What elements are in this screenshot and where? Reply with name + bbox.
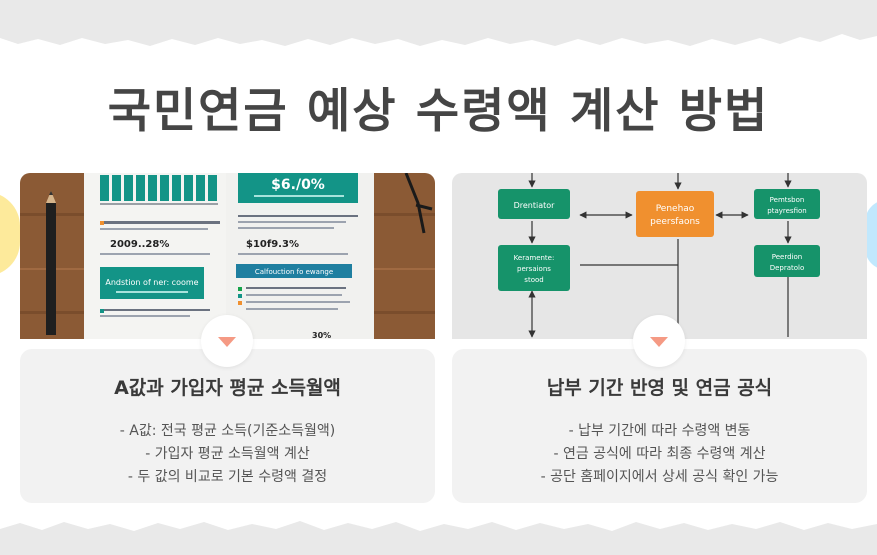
list-item: - 두 값의 비교로 기본 수령액 결정 (127, 469, 328, 485)
card-heading: 납부 기간 반영 및 연금 공식 (546, 377, 773, 399)
card-pension-formula: Drentiator Penehao peersfaons Pemtsbon p… (452, 173, 867, 503)
card-heading: A값과 가입자 평균 소득월액 (114, 377, 341, 399)
card-bullet-list: - 납부 기간에 따라 수령액 변동 - 연금 공식에 따라 최종 수령액 계산… (452, 420, 867, 489)
list-item: - 가입자 평균 소득월액 계산 (145, 446, 310, 462)
card-body (452, 349, 867, 503)
flow-box-5-line2: Depratolo (770, 264, 805, 272)
chevron-down-icon (633, 315, 685, 367)
chevron-down-icon (201, 315, 253, 367)
flow-box-3-line1: Pemtsbon (770, 196, 805, 204)
page-title: 국민연금 예상 수령액 계산 방법 (107, 84, 770, 139)
torn-paper-top (0, 0, 877, 46)
flow-box-3-line2: ptayresfion (767, 207, 806, 215)
flow-box-2-line1: Penehao (656, 204, 695, 214)
decorative-blob-left (0, 192, 20, 276)
decorative-blob-right (865, 200, 877, 270)
list-item: - 납부 기간에 따라 수령액 변동 (568, 423, 751, 439)
doc2-tail-figure: 30% (312, 331, 331, 339)
doc2-figure: $10f9.3% (246, 239, 299, 250)
torn-paper-bottom (0, 521, 877, 555)
doc1-box-label: Andstion of ner: coome (105, 278, 198, 287)
doc2-bar-label: Calfouction fo ewange (255, 268, 333, 276)
card-image-documents: 2009..28% Andstion of ner: coome $6./0% … (20, 173, 435, 339)
list-item: - A값: 전국 평균 소득(기준소득월액) (119, 423, 336, 439)
card-body (20, 349, 435, 503)
flow-box-1: Drentiator (514, 201, 556, 210)
card-bullet-list: - A값: 전국 평균 소득(기준소득월액) - 가입자 평균 소득월액 계산 … (20, 420, 435, 489)
flow-box-4-line1: Keramente: (514, 254, 555, 262)
card-a-value: 2009..28% Andstion of ner: coome $6./0% … (20, 173, 435, 503)
list-item: - 공단 홈페이지에서 상세 공식 확인 가능 (540, 469, 779, 485)
doc1-figure: 2009..28% (110, 239, 169, 250)
card-image-flowchart: Drentiator Penehao peersfaons Pemtsbon p… (452, 173, 867, 339)
flow-box-2-line2: peersfaons (650, 217, 700, 227)
list-item: - 연금 공식에 따라 최종 수령액 계산 (553, 446, 766, 462)
flowchart-illustration: Drentiator Penehao peersfaons Pemtsbon p… (452, 173, 867, 339)
documents-illustration: 2009..28% Andstion of ner: coome $6./0% … (20, 173, 435, 339)
doc2-header: $6./0% (271, 177, 325, 193)
flow-box-5-line1: Peerdion (772, 253, 802, 261)
flow-box-4-line3: stood (524, 276, 543, 284)
flow-box-4-line2: persaions (517, 265, 551, 273)
